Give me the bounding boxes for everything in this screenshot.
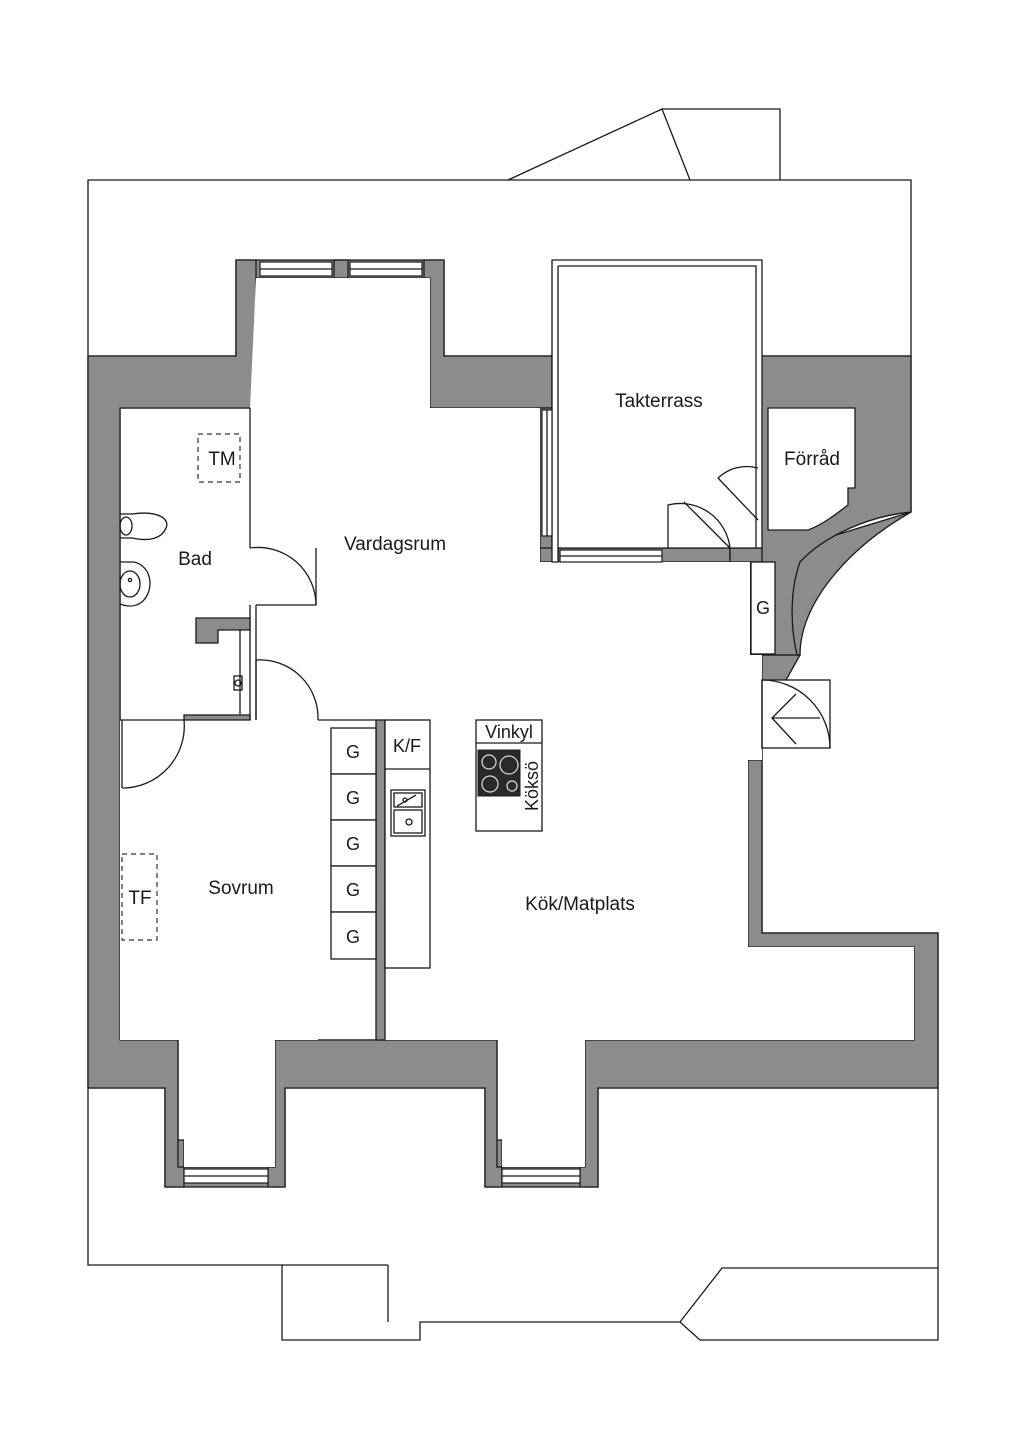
- wardrobe-label-4: G: [346, 880, 360, 900]
- cooktop-icon: [477, 749, 521, 797]
- room-label-takterrass: Takterrass: [615, 391, 703, 412]
- wardrobe-label-1: G: [346, 742, 360, 762]
- storage: [767, 407, 856, 531]
- vinkyl-label: Vinkyl: [485, 722, 533, 742]
- roof-outline-bottom: [87, 1088, 939, 1341]
- roof-outline-top: [87, 108, 912, 356]
- kitchen-island: Vinkyl Köksö: [475, 719, 543, 832]
- doors: [121, 465, 831, 789]
- interior-walls: [120, 408, 386, 1041]
- kitchen-island-label: Köksö: [522, 761, 542, 811]
- room-label-sovrum: Sovrum: [208, 878, 273, 899]
- kitchen-counter: K/F: [384, 719, 431, 969]
- room-label-vardagsrum: Vardagsrum: [344, 534, 446, 555]
- dryer-outline: [121, 853, 158, 941]
- tf-label: TF: [128, 888, 151, 909]
- washing-machine-outline: [197, 433, 241, 483]
- toilet-icon: [119, 512, 168, 541]
- bedroom-fixtures: TF G G G G G: [121, 727, 377, 960]
- sink-icon: [119, 561, 151, 607]
- shower-icon: [233, 675, 243, 691]
- wardrobe-label-2: G: [346, 788, 360, 808]
- wardrobe-label-3: G: [346, 834, 360, 854]
- hall-wardrobe-label: G: [756, 598, 770, 618]
- bathroom-fixtures: TM: [119, 433, 243, 691]
- fridge-freezer-label: K/F: [393, 736, 421, 756]
- wardrobe-label-5: G: [346, 927, 360, 947]
- terrace: [551, 259, 763, 563]
- windows: [183, 261, 663, 1184]
- room-label-kok-matplats: Kök/Matplats: [525, 894, 635, 915]
- room-label-forrad: Förråd: [784, 449, 840, 470]
- room-labels: Vardagsrum Takterrass Förråd Bad Sovrum …: [178, 391, 840, 915]
- hall-wardrobe: G: [750, 561, 776, 655]
- wardrobe-column: G G G G G: [330, 727, 377, 960]
- tm-label: TM: [208, 449, 235, 470]
- room-label-bad: Bad: [178, 549, 212, 570]
- kitchen-sink-icon: [390, 789, 426, 837]
